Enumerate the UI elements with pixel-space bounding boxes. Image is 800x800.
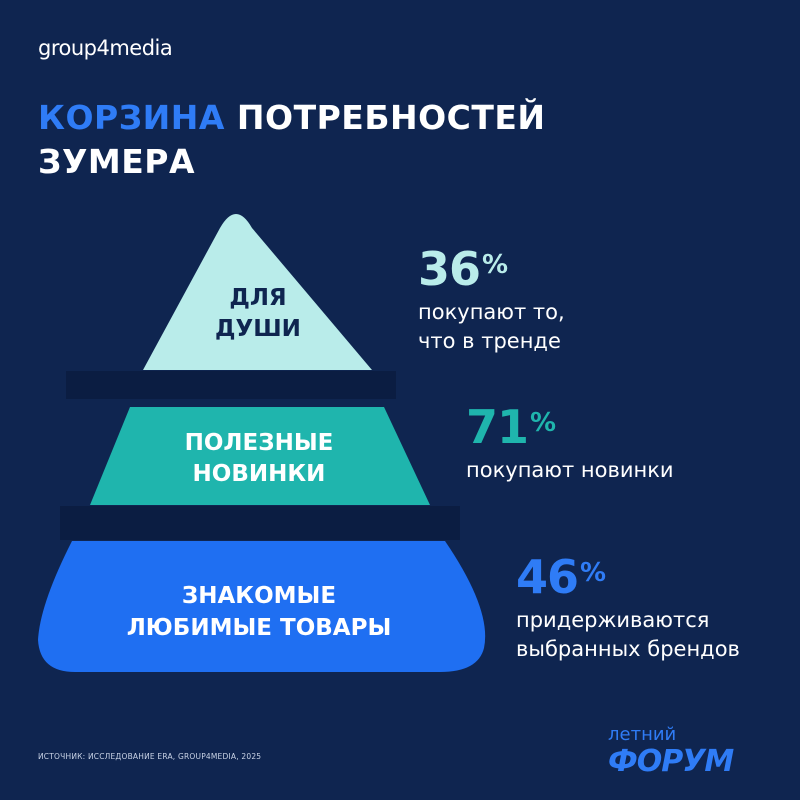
tier-bottom-label-line2: ЛЮБИМЫЕ ТОВАРЫ <box>127 615 392 641</box>
stat-middle-value: 71% <box>466 400 556 454</box>
source-note: ИСТОЧНИК: ИССЛЕДОВАНИЕ ERA, GROUP4MEDIA,… <box>38 752 262 761</box>
forum-logo-small: летний <box>608 724 677 745</box>
page-title: КОРЗИНА ПОТРЕБНОСТЕЙ ЗУМЕРА <box>38 96 546 184</box>
tier-bottom-label-line1: ЗНАКОМЫЕ <box>182 583 336 609</box>
pyramid-separator-bottom <box>60 506 460 540</box>
tier-middle-label-line2: НОВИНКИ <box>193 461 326 487</box>
stat-bottom-value: 46% <box>516 550 606 604</box>
tier-top-label-line1: ДЛЯ <box>229 285 286 311</box>
forum-logo-big: ФОРУМ <box>608 744 734 779</box>
title-line1-rest: ПОТРЕБНОСТЕЙ <box>224 98 546 137</box>
stat-top-value: 36% <box>418 242 508 296</box>
title-accent: КОРЗИНА <box>38 98 225 137</box>
stat-top-description: покупают то,что в тренде <box>418 300 565 353</box>
tier-middle-label-line1: ПОЛЕЗНЫЕ <box>185 430 334 456</box>
pyramid-separator-top <box>66 371 396 399</box>
stat-middle-description: покупают новинки <box>466 458 674 482</box>
tier-top-label-line2: ДУШИ <box>215 316 301 342</box>
pyramid-tier-middle <box>90 407 430 505</box>
stat-middle: 71% покупают новинки <box>466 402 674 485</box>
title-line2: ЗУМЕРА <box>38 142 195 181</box>
brand-logo: group4media <box>38 36 173 60</box>
pyramid-tier-bottom <box>38 541 486 672</box>
forum-logo: летний ФОРУМ <box>608 725 768 779</box>
stat-top: 36% покупают то,что в тренде <box>418 244 565 356</box>
pyramid-tier-top <box>143 214 372 370</box>
